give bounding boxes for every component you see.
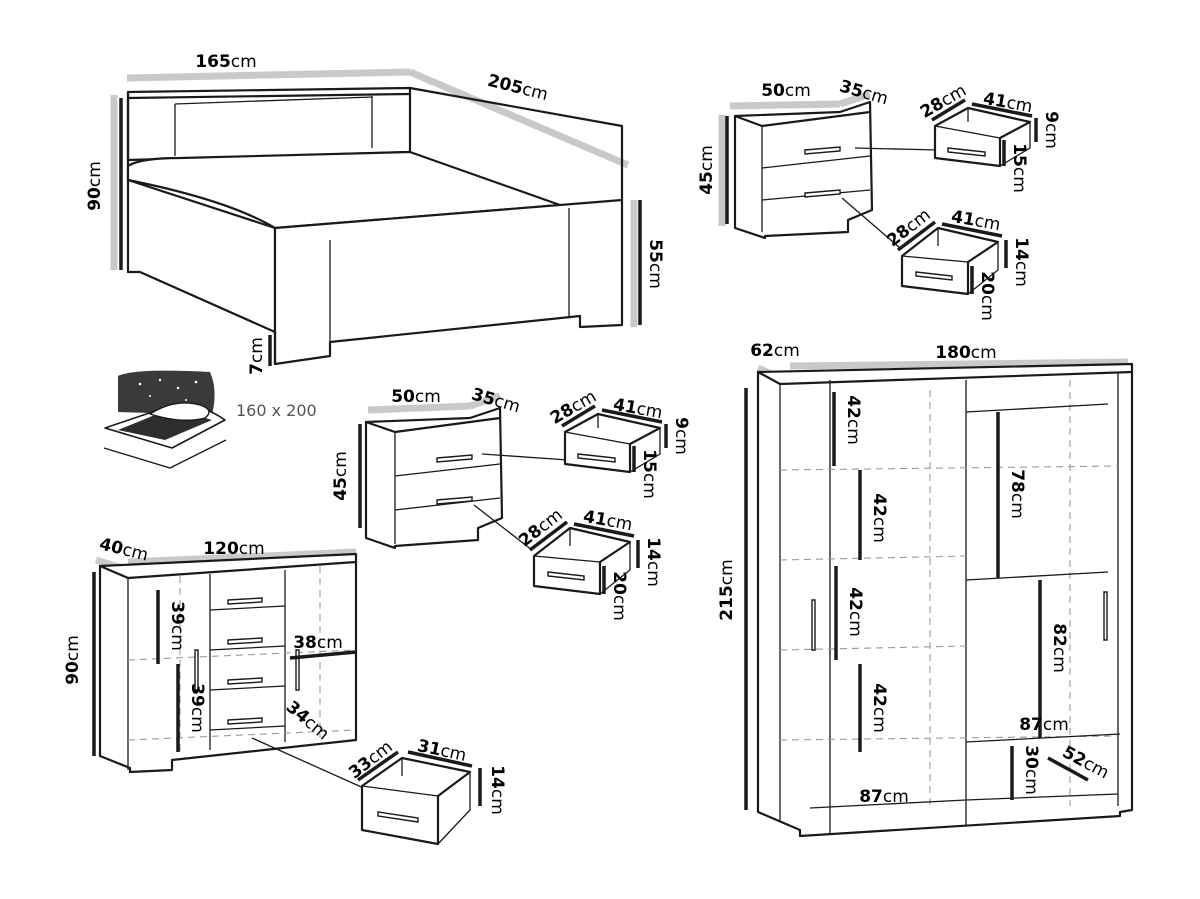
wardrobe-depth-label: 62cm	[750, 341, 800, 361]
chest-side-compartment-label: 38cm	[293, 633, 343, 653]
wardrobe-shelf-1-label: 42cm	[843, 395, 863, 445]
nightstand-middle-drawing: 50cm 35cm 45cm	[331, 385, 569, 551]
ns-top-large-height-label: 14cm	[1011, 237, 1031, 287]
ns-top-large-front-label: 20cm	[977, 271, 997, 321]
ns-mid-large-width-label: 41cm	[582, 507, 634, 535]
mattress-icon: 160 x 200	[103, 370, 317, 469]
chest-depth-label: 40cm	[97, 534, 150, 565]
ns-mid-height-label: 45cm	[331, 451, 351, 501]
wardrobe-right-inner-width-label: 87cm	[1019, 715, 1069, 735]
ns-mid-drawer-large: 28cm 41cm 14cm 20cm	[515, 505, 663, 621]
chest-drawer-width-label: 31cm	[415, 736, 468, 766]
chest-drawing: 40cm 120cm 90cm 39cm 39cm 38cm 34cm	[63, 534, 369, 791]
bed-width-label: 165cm	[195, 52, 256, 72]
wardrobe-drawing: 62cm 180cm 215cm 42cm 42cm 42cm 42cm 78c…	[717, 341, 1134, 838]
wardrobe-shelf-3-label: 42cm	[845, 587, 865, 637]
wardrobe-right-upper-label: 78cm	[1007, 469, 1027, 519]
wardrobe-width-label: 180cm	[935, 343, 996, 363]
ns-top-height-label: 45cm	[697, 145, 717, 195]
chest-drawer: 33cm 31cm 14cm	[345, 736, 507, 846]
mattress-size-label: 160 x 200	[236, 401, 317, 420]
bed-length-label: 205cm	[486, 71, 550, 105]
bed-headboard-height-label: 90cm	[85, 161, 105, 211]
wardrobe-shelf-4-label: 42cm	[869, 683, 889, 733]
bed-footboard-height-label: 55cm	[645, 239, 665, 289]
ns-top-small-front-label: 15cm	[1009, 143, 1029, 193]
chest-height-label: 90cm	[63, 635, 83, 685]
ns-top-large-width-label: 41cm	[950, 207, 1002, 235]
ns-mid-small-height-label: 9cm	[671, 417, 691, 455]
chest-lower-compartment-label: 39cm	[187, 683, 207, 733]
chest-drawer-height-label: 14cm	[487, 765, 507, 815]
wardrobe-right-drawer-height-label: 30cm	[1021, 745, 1041, 795]
ns-mid-large-height-label: 14cm	[643, 537, 663, 587]
ns-mid-drawer-small: 28cm 41cm 9cm 15cm	[547, 387, 691, 499]
wardrobe-left-inner-width-label: 87cm	[859, 787, 909, 807]
wardrobe-height-label: 215cm	[717, 559, 737, 620]
ns-mid-small-width-label: 41cm	[612, 395, 664, 423]
ns-top-width-label: 50cm	[761, 81, 811, 101]
ns-top-small-height-label: 9cm	[1041, 111, 1061, 149]
ns-top-small-width-label: 41cm	[982, 89, 1034, 117]
ns-mid-small-front-label: 15cm	[639, 449, 659, 499]
bed-leg-height-label: 7cm	[247, 337, 267, 375]
chest-upper-compartment-label: 39cm	[167, 601, 187, 651]
ns-top-drawer-small: 28cm 41cm 9cm 15cm	[917, 81, 1061, 193]
wardrobe-shelf-2-label: 42cm	[869, 493, 889, 543]
bed-drawing: 165cm 205cm 90cm 55cm 7cm	[85, 52, 665, 375]
nightstand-top-drawing: 50cm 35cm 45cm	[697, 77, 939, 249]
wardrobe-right-lower-label: 82cm	[1049, 623, 1069, 673]
ns-mid-large-front-label: 20cm	[609, 571, 629, 621]
chest-width-label: 120cm	[203, 539, 264, 559]
ns-mid-width-label: 50cm	[391, 387, 441, 407]
ns-top-drawer-large: 28cm 41cm 14cm 20cm	[883, 205, 1031, 321]
